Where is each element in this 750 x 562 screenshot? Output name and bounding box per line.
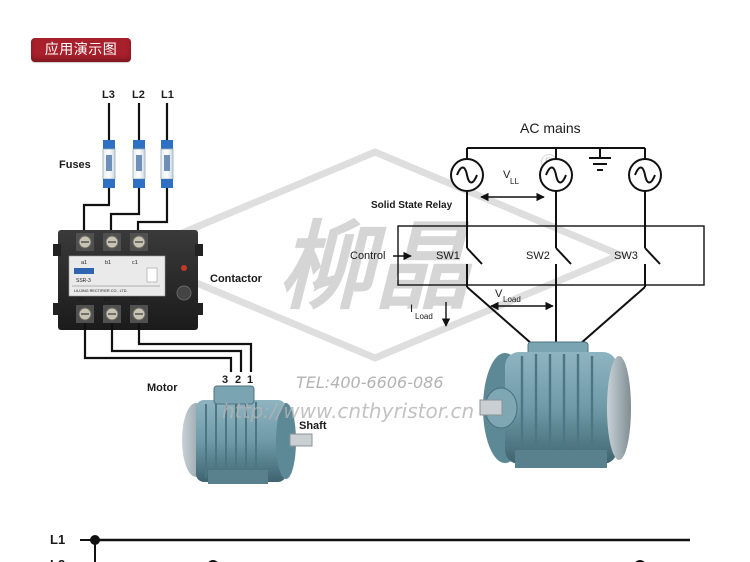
phase-label-l2: L2	[132, 89, 145, 101]
vload-subscript: Load	[503, 295, 521, 304]
motor-terminal-1: 1	[247, 374, 253, 386]
contactor-label: Contactor	[210, 273, 263, 285]
ac-mains-label: AC mains	[520, 120, 581, 136]
fuses-label: Fuses	[59, 159, 91, 171]
ground-icon	[589, 157, 611, 171]
mains-bus	[466, 147, 646, 159]
device-model: SSR-3	[76, 278, 91, 284]
left-diagram: L3 L2 L1 Fuses	[53, 89, 327, 484]
large-motor-image	[479, 341, 631, 468]
ac-source-3	[628, 158, 662, 192]
motor-terminal-3: 3	[222, 374, 228, 386]
right-diagram: AC mains	[350, 120, 705, 468]
switch-sw1: SW1	[436, 250, 460, 262]
bottom-rail-label-l1: L1	[50, 532, 65, 547]
section-badge: 应用演示图	[31, 38, 131, 62]
iload-label: I	[410, 303, 413, 315]
motor-terminal-2: 2	[235, 374, 241, 386]
fuse-l3	[102, 140, 116, 188]
bottom-rail-label-l2: L2	[50, 557, 65, 562]
small-motor-image	[182, 385, 313, 484]
watermark-url: http://www.cnthyristor.cn	[222, 399, 474, 423]
phase-wires	[107, 103, 169, 140]
phase-label-l3: L3	[102, 89, 115, 101]
device-terminal-c1: c1	[132, 260, 138, 266]
switch-sw3: SW3	[614, 250, 638, 262]
relay-switches	[466, 247, 661, 287]
fuse-l1	[160, 140, 174, 188]
device-terminal-a1: a1	[81, 260, 87, 266]
ac-source-2	[539, 158, 573, 192]
motor-label: Motor	[147, 382, 178, 394]
phase-lines-upper	[466, 191, 646, 248]
control-label: Control	[350, 250, 385, 262]
relay-to-motor-wires	[83, 323, 253, 372]
iload-subscript: Load	[415, 312, 433, 321]
fuse-l2	[132, 140, 146, 188]
device-terminal-b2: B2	[104, 297, 111, 303]
device-terminal-a2: A2	[78, 297, 85, 303]
watermark-logo-text: 柳晶	[278, 211, 473, 323]
solid-state-relay-device: a1 b1 c1 SSR-3 LIUJING RECTIFIER CO., LT…	[53, 230, 203, 330]
device-terminal-c2: C2	[131, 297, 138, 303]
vll-subscript: LL	[510, 177, 519, 186]
motor-feed-wires	[466, 286, 646, 345]
bottom-diagram: L1 L2	[50, 532, 690, 562]
vload-label: V	[495, 288, 503, 300]
phase-label-l1: L1	[161, 89, 174, 101]
watermark-tel: TEL:400-6606-086	[296, 373, 444, 392]
ac-source-1	[450, 158, 484, 192]
device-maker: LIUJING RECTIFIER CO., LTD.	[74, 289, 128, 293]
device-terminal-b1: b1	[105, 260, 111, 266]
switch-sw2: SW2	[526, 250, 550, 262]
shaft-label: Shaft	[299, 420, 327, 432]
vll-label: V	[503, 169, 511, 181]
solid-state-relay-label: Solid State Relay	[371, 200, 453, 211]
